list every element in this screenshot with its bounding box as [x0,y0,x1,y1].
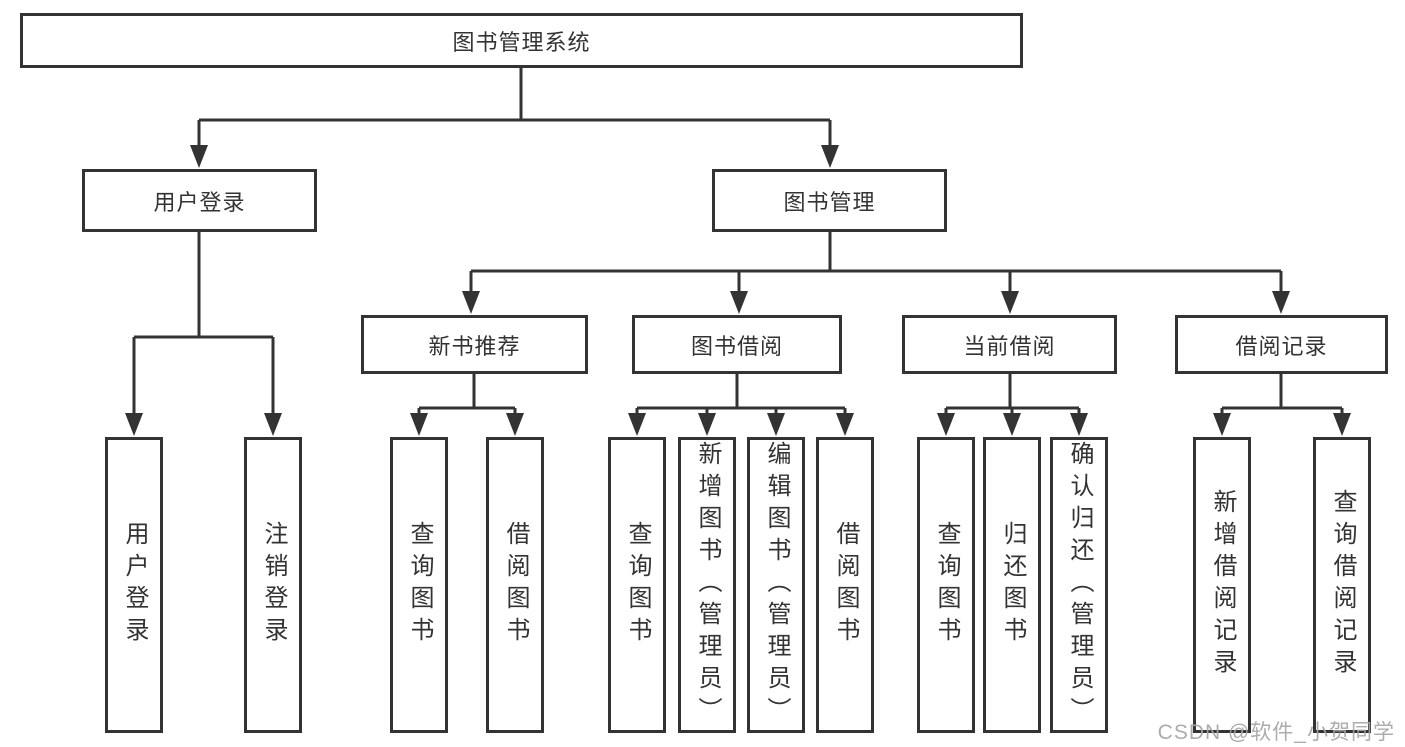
leaf-borrow-edit: 编辑图书（管理员） [747,437,805,733]
leaf-current-return-label: 归还图书 [999,521,1026,649]
leaf-newbook-query-label: 查询图书 [406,521,433,649]
node-root: 图书管理系统 [20,13,1023,68]
node-user-login: 用户登录 [82,169,317,232]
leaf-borrow-edit-label: 编辑图书（管理员） [763,441,790,729]
leaf-current-query-label: 查询图书 [933,521,960,649]
leaf-user-login: 用户登录 [105,437,163,733]
node-user-login-label: 用户登录 [153,189,246,215]
leaf-current-return: 归还图书 [983,437,1041,733]
leaf-record-query: 查询借阅记录 [1313,437,1371,733]
node-borrow-record-label: 借阅记录 [1235,333,1328,359]
node-current-borrow-label: 当前借阅 [963,333,1056,359]
leaf-record-add-label: 新增借阅记录 [1209,489,1236,681]
watermark: CSDN @软件_小贺同学 [1157,721,1395,744]
leaf-newbook-borrow: 借阅图书 [486,437,544,733]
leaf-newbook-query: 查询图书 [390,437,448,733]
leaf-logout: 注销登录 [244,437,302,733]
leaf-current-confirm-label: 确认归还（管理员） [1066,441,1093,729]
node-borrow-record: 借阅记录 [1175,315,1388,374]
node-book-borrow-label: 图书借阅 [690,333,783,359]
leaf-borrow-book: 借阅图书 [816,437,874,733]
leaf-newbook-borrow-label: 借阅图书 [502,521,529,649]
leaf-borrow-book-label: 借阅图书 [832,521,859,649]
leaf-current-query: 查询图书 [917,437,975,733]
node-book-borrow: 图书借阅 [632,315,842,374]
leaf-borrow-query: 查询图书 [608,437,666,733]
node-new-book-label: 新书推荐 [428,333,521,359]
node-book-mgmt: 图书管理 [712,169,947,232]
node-book-mgmt-label: 图书管理 [783,189,876,215]
arrowhead-icons [125,145,1351,436]
leaf-user-login-label: 用户登录 [121,521,148,649]
leaf-record-add: 新增借阅记录 [1193,437,1251,733]
leaf-borrow-add-label: 新增图书（管理员） [694,441,721,729]
leaf-borrow-add: 新增图书（管理员） [678,437,736,733]
node-root-label: 图书管理系统 [452,29,591,55]
leaf-logout-label: 注销登录 [260,521,287,649]
leaf-record-query-label: 查询借阅记录 [1329,489,1356,681]
leaf-borrow-query-label: 查询图书 [624,521,651,649]
node-current-borrow: 当前借阅 [902,315,1117,374]
leaf-current-confirm: 确认归还（管理员） [1050,437,1108,733]
node-new-book: 新书推荐 [361,315,588,374]
